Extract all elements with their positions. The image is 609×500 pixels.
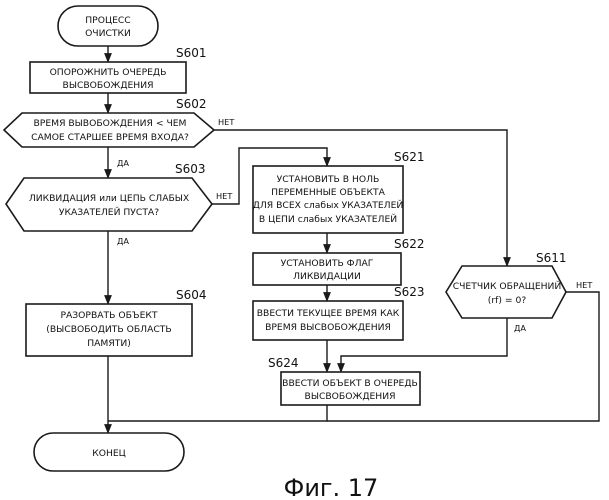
s624-step-id: S624 <box>268 356 299 370</box>
s621-label-line4: В ЦЕПИ слабых УКАЗАТЕЛЕЙ <box>259 213 397 225</box>
s603-yes-label: ДА <box>117 236 129 246</box>
s603-label-line1: ЛИКВИДАЦИЯ или ЦЕПЬ СЛАБЫХ <box>29 193 189 204</box>
decision-s602: ВРЕМЯ ВЫВОБОЖДЕНИЯ < ЧЕМ САМОЕ СТАРШЕЕ В… <box>4 97 235 168</box>
s621-label-line1: УСТАНОВИТЬ В НОЛЬ <box>277 174 380 185</box>
s602-label-line1: ВРЕМЯ ВЫВОБОЖДЕНИЯ < ЧЕМ <box>34 118 187 129</box>
s604-label-line3: ПАМЯТИ) <box>87 338 131 349</box>
s611-label-line1: СЧЕТЧИК ОБРАЩЕНИЙ <box>453 280 562 292</box>
s601-step-id: S601 <box>176 46 207 60</box>
s623-label-line1: ВВЕСТИ ТЕКУЩЕЕ ВРЕМЯ КАК <box>257 308 400 319</box>
s602-yes-label: ДА <box>117 158 129 168</box>
end-terminator: КОНЕЦ <box>34 433 184 471</box>
process-s601: ОПОРОЖНИТЬ ОЧЕРЕДЬ ВЫСВОБОЖДЕНИЯ S601 <box>30 46 207 93</box>
s611-no-label: НЕТ <box>576 280 593 290</box>
s621-label-line2: ПЕРЕМЕННЫЕ ОБЪЕКТА <box>271 187 386 198</box>
s602-label-line2: САМОЕ СТАРШЕЕ ВРЕМЯ ВХОДА? <box>31 132 189 143</box>
edge-s624-end <box>108 405 327 421</box>
decision-s603: ЛИКВИДАЦИЯ или ЦЕПЬ СЛАБЫХ УКАЗАТЕЛЕЙ ПУ… <box>6 162 233 246</box>
process-s604: РАЗОРВАТЬ ОБЪЕКТ (ВЫСВОБОДИТЬ ОБЛАСТЬ ПА… <box>26 288 207 356</box>
s624-label-line2: ВЫСВОБОЖДЕНИЯ <box>305 391 396 402</box>
s622-label-line2: ЛИКВИДАЦИИ <box>293 271 361 282</box>
process-s623: ВВЕСТИ ТЕКУЩЕЕ ВРЕМЯ КАК ВРЕМЯ ВЫСВОБОЖД… <box>253 285 425 340</box>
s622-step-id: S622 <box>394 237 425 251</box>
s604-step-id: S604 <box>176 288 207 302</box>
start-terminator: ПРОЦЕСС ОЧИСТКИ <box>58 6 158 46</box>
s601-label-line1: ОПОРОЖНИТЬ ОЧЕРЕДЬ <box>50 67 167 78</box>
start-label-line2: ОЧИСТКИ <box>85 28 131 39</box>
s623-step-id: S623 <box>394 285 425 299</box>
process-s622: УСТАНОВИТЬ ФЛАГ ЛИКВИДАЦИИ S622 <box>253 237 425 285</box>
s621-label-line3: ДЛЯ ВСЕХ слабых УКАЗАТЕЛЕЙ <box>253 199 404 211</box>
s611-yes-label: ДА <box>514 323 526 333</box>
s602-no-label: НЕТ <box>218 117 235 127</box>
process-s624: ВВЕСТИ ОБЪЕКТ В ОЧЕРЕДЬ ВЫСВОБОЖДЕНИЯ S6… <box>268 356 420 405</box>
s604-label-line1: РАЗОРВАТЬ ОБЪЕКТ <box>60 310 157 321</box>
s603-step-id: S603 <box>175 162 206 176</box>
start-label-line1: ПРОЦЕСС <box>85 15 130 26</box>
s601-label-line2: ВЫСВОБОЖДЕНИЯ <box>63 80 154 91</box>
s623-label-line2: ВРЕМЯ ВЫСВОБОЖДЕНИЯ <box>265 322 391 333</box>
s611-label-line2: (rf) = 0? <box>488 295 527 306</box>
s604-label-line2: (ВЫСВОБОДИТЬ ОБЛАСТЬ <box>46 324 171 335</box>
process-s621: УСТАНОВИТЬ В НОЛЬ ПЕРЕМЕННЫЕ ОБЪЕКТА ДЛЯ… <box>253 150 425 233</box>
s624-label-line1: ВВЕСТИ ОБЪЕКТ В ОЧЕРЕДЬ <box>282 378 418 389</box>
s611-step-id: S611 <box>536 251 567 265</box>
figure-caption: Фиг. 17 <box>284 474 379 500</box>
s622-label-line1: УСТАНОВИТЬ ФЛАГ <box>281 258 374 269</box>
s603-label-line2: УКАЗАТЕЛЕЙ ПУСТА? <box>59 206 159 218</box>
s621-step-id: S621 <box>394 150 425 164</box>
s603-no-label: НЕТ <box>216 191 233 201</box>
end-label: КОНЕЦ <box>92 448 126 459</box>
s602-step-id: S602 <box>176 97 207 111</box>
